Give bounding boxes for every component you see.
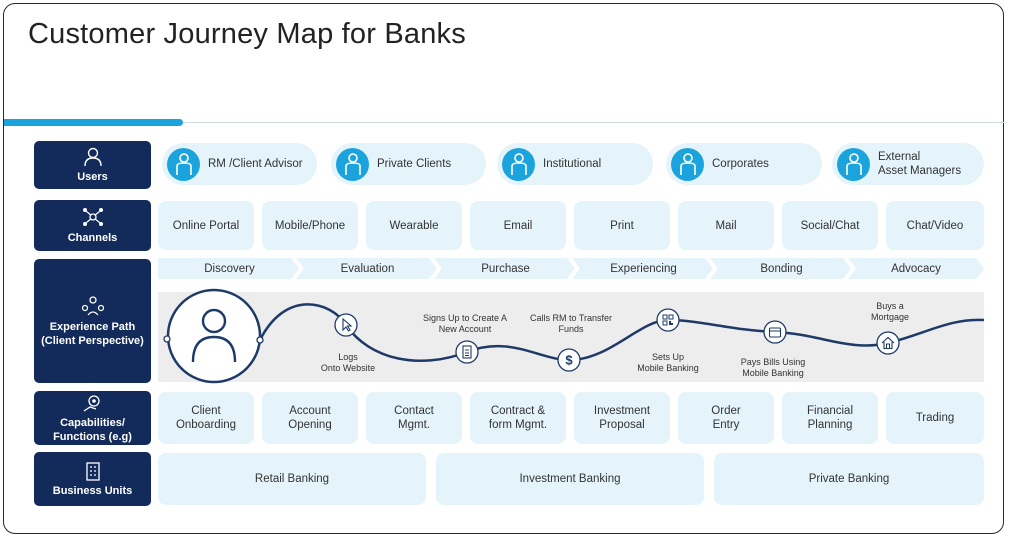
row-label-users: Users <box>34 141 151 189</box>
row-label-capabilities: Capabilities/ Functions (e.g) <box>34 391 151 445</box>
person-icon <box>502 147 535 181</box>
wallet-icon <box>763 320 787 344</box>
person-icon <box>837 147 870 181</box>
channel-tile: Chat/Video <box>886 201 984 250</box>
network-icon <box>82 208 103 226</box>
step-label: Signs Up to Create A New Account <box>422 313 508 334</box>
stage-label: Evaluation <box>340 262 395 275</box>
capability-tile: Client Onboarding <box>158 392 254 444</box>
capability-tile: Investment Proposal <box>574 392 670 444</box>
capability-tile: Trading <box>886 392 984 444</box>
step-label: Sets Up Mobile Banking <box>637 352 699 373</box>
dollar-icon: $ <box>557 348 581 372</box>
cursor-icon <box>334 313 358 337</box>
channel-tile: Print <box>574 201 670 250</box>
stage-bar: Discovery Evaluation Purchase Experienci… <box>158 258 984 279</box>
step-label: Pays Bills Using Mobile Banking <box>740 357 806 378</box>
title-accent-bar <box>4 119 183 126</box>
house-icon <box>876 331 900 355</box>
business-unit-tile: Investment Banking <box>436 453 704 505</box>
row-label-business-text: Business Units <box>52 484 133 497</box>
svg-text:$: $ <box>565 353 573 368</box>
building-icon <box>85 461 100 481</box>
channel-tile: Online Portal <box>158 201 254 250</box>
journey-avatar <box>168 290 260 382</box>
title-divider <box>183 122 1004 123</box>
user-pill: Institutional <box>497 143 653 185</box>
user-pill: Corporates <box>666 143 822 185</box>
capability-tile: Contact Mgmt. <box>366 392 462 444</box>
capability-tile: Order Entry <box>678 392 774 444</box>
channel-tile: Mail <box>678 201 774 250</box>
channel-tile: Email <box>470 201 566 250</box>
channel-tile: Mobile/Phone <box>262 201 358 250</box>
user-pill: External Asset Managers <box>832 143 984 185</box>
user-label: External Asset Managers <box>878 151 962 177</box>
business-unit-tile: Private Banking <box>714 453 984 505</box>
step-label: Buys a Mortgage <box>870 301 910 322</box>
row-label-channels: Channels <box>34 200 151 251</box>
user-pill: Private Clients <box>331 143 486 185</box>
row-label-capabilities-text: Capabilities/ Functions (e.g) <box>53 416 132 443</box>
stage-label: Bonding <box>760 262 803 275</box>
form-icon <box>455 340 479 364</box>
channel-tile: Social/Chat <box>782 201 878 250</box>
stage-label: Purchase <box>481 262 530 275</box>
person-icon <box>671 147 704 181</box>
gear-hand-icon <box>83 394 100 412</box>
group-icon <box>81 295 104 315</box>
capability-tile: Contract & form Mgmt. <box>470 392 566 444</box>
step-label: Logs Onto Website <box>320 352 376 373</box>
person-icon <box>336 147 369 181</box>
stage-label: Discovery <box>204 262 255 275</box>
business-unit-tile: Retail Banking <box>158 453 426 505</box>
person-icon <box>167 147 200 181</box>
row-label-channels-text: Channels <box>67 232 118 244</box>
user-label: RM /Client Advisor <box>208 158 303 170</box>
row-label-experience-text: Experience Path (Client Perspective) <box>41 320 144 347</box>
row-label-users-text: Users <box>77 170 108 183</box>
stage-label: Advocacy <box>891 262 941 275</box>
qr-icon <box>656 308 680 332</box>
user-pill: RM /Client Advisor <box>162 143 317 185</box>
stage-chevrons <box>158 258 984 279</box>
page-title: Customer Journey Map for Banks <box>28 18 466 50</box>
user-label: Private Clients <box>377 158 452 170</box>
capability-tile: Account Opening <box>262 392 358 444</box>
user-label: Institutional <box>543 158 602 170</box>
row-label-business: Business Units <box>34 452 151 506</box>
channel-tile: Wearable <box>366 201 462 250</box>
users-icon <box>83 147 102 166</box>
step-label: Calls RM to Transfer Funds <box>529 313 613 334</box>
row-label-experience: Experience Path (Client Perspective) <box>34 259 151 383</box>
user-label: Corporates <box>712 158 769 170</box>
capability-tile: Financial Planning <box>782 392 878 444</box>
stage-label: Experiencing <box>610 262 677 275</box>
